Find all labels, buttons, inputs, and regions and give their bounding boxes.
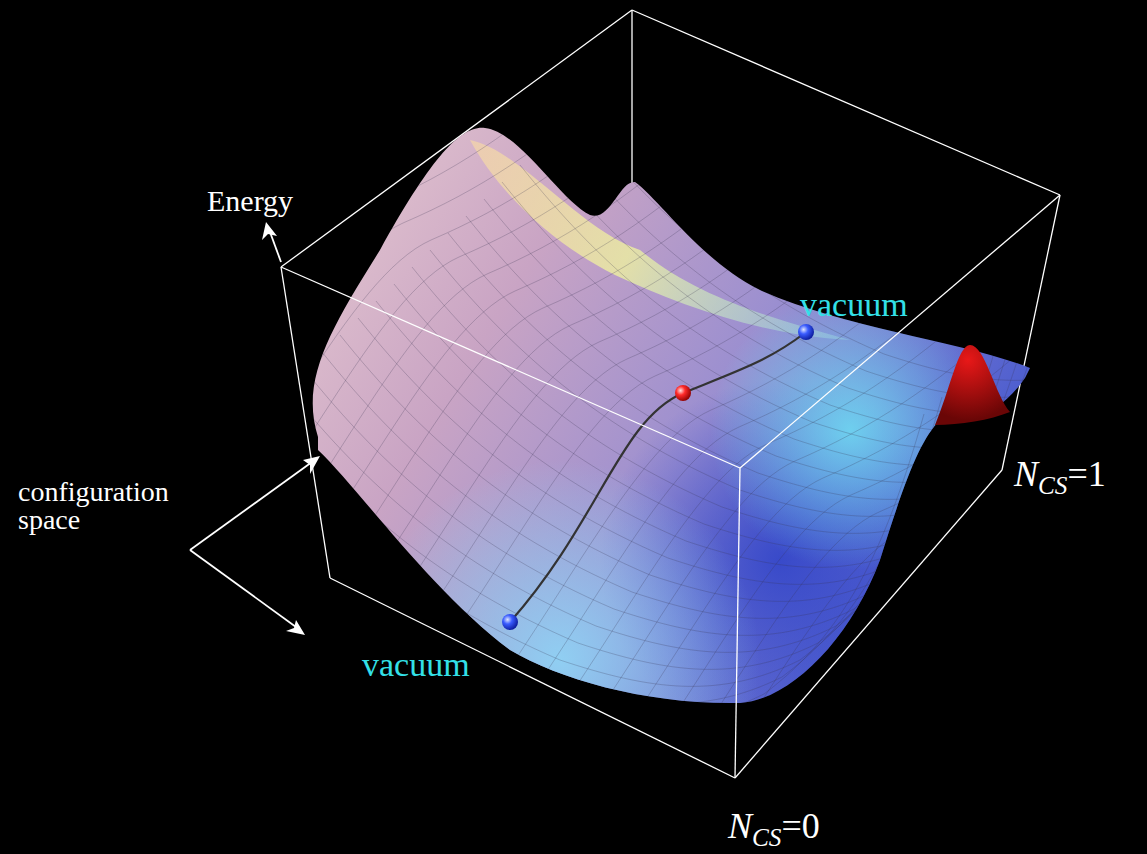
vacuum-label: vacuum	[362, 648, 470, 682]
box-front-edges	[281, 195, 1060, 778]
vacuum-ball	[502, 614, 518, 630]
mesh-line	[232, 148, 732, 658]
mesh-line	[568, 352, 1068, 854]
mesh-line	[538, 108, 1147, 414]
mesh-line	[484, 301, 984, 811]
mesh-line	[512, 318, 1012, 828]
box-edge	[740, 195, 1060, 468]
config-axis	[190, 550, 296, 627]
mesh-line	[344, 216, 844, 726]
red-hump	[935, 345, 1010, 425]
transition-path	[510, 332, 806, 622]
chern-simons-label: NCS=1	[1014, 456, 1106, 492]
shade-trough	[250, 0, 1100, 760]
box-edge	[735, 468, 740, 778]
mesh-line	[120, 80, 620, 590]
mesh-line	[574, 74, 1147, 380]
mesh-line	[0, 0, 480, 505]
mesh-line	[0, 0, 452, 488]
arrow-head	[262, 222, 277, 240]
vacuum-label: vacuum	[800, 288, 908, 322]
mesh-line	[316, 199, 816, 709]
box-edge	[281, 267, 740, 468]
chern-simons-label: NCS=0	[728, 808, 820, 844]
mesh-line	[596, 369, 1096, 854]
energy-axis	[270, 232, 281, 262]
mesh-line	[466, 176, 1147, 482]
axis-label: configuration space	[18, 478, 198, 534]
mesh-line	[148, 97, 648, 607]
arrow-head	[303, 456, 320, 474]
vacuum-ball	[798, 324, 814, 340]
mesh-line	[176, 114, 676, 624]
box-edge	[631, 10, 632, 200]
mesh-line	[232, 397, 942, 703]
config-axis	[190, 462, 312, 550]
arrow-head	[286, 620, 305, 635]
axis-label: Energy	[207, 186, 293, 216]
mesh-line	[540, 335, 1040, 845]
box-edge	[632, 10, 1060, 195]
mesh-line	[430, 210, 1140, 516]
mesh-line	[520, 125, 1147, 431]
mesh-line	[652, 403, 1147, 854]
mesh-line	[204, 131, 704, 641]
mesh-line	[8, 12, 508, 522]
sphaleron-ball	[675, 385, 691, 401]
mesh-line	[394, 244, 1104, 550]
mesh-line	[358, 278, 1068, 584]
axis-arrows	[190, 222, 320, 635]
mesh-line	[36, 29, 536, 539]
mesh-line	[322, 312, 1032, 618]
shade-trough	[250, 0, 1100, 760]
mesh-line	[304, 329, 1014, 635]
mesh-line	[214, 414, 924, 720]
ridge-highlight	[470, 140, 850, 340]
mesh-line	[376, 261, 1086, 567]
mesh-line	[260, 165, 760, 675]
mesh-line	[448, 193, 1147, 499]
mesh-line	[624, 386, 1124, 854]
shade-front	[250, 0, 1100, 760]
mesh-line	[556, 91, 1147, 397]
